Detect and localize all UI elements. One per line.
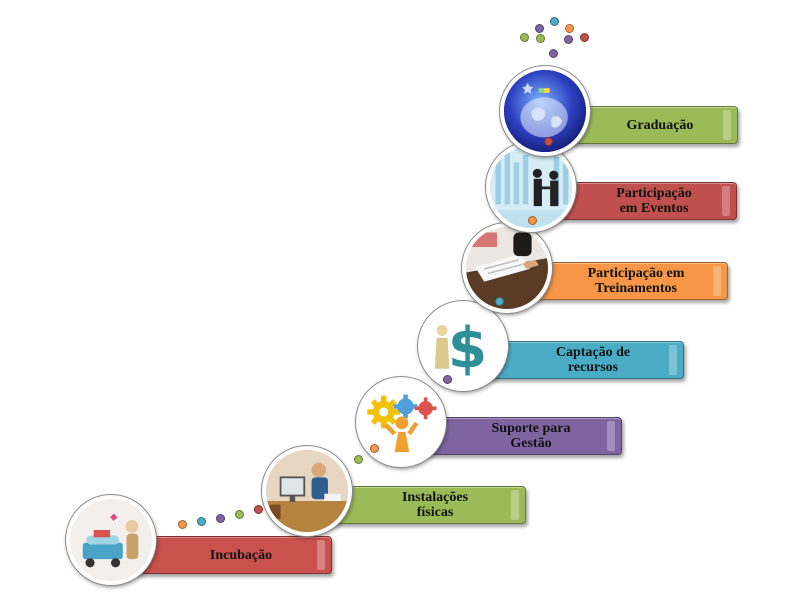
step-suporte-box: Suporte para Gestão	[414, 417, 622, 455]
training-desk-icon	[462, 223, 552, 313]
connector-dot	[564, 35, 573, 44]
connector-dot	[580, 33, 589, 42]
step-incubacao-box: Incubação	[124, 536, 332, 574]
step-label: Instalações físicas	[401, 490, 469, 520]
connector-dot	[235, 510, 244, 519]
step-label: Participação em Eventos	[616, 186, 692, 216]
connector-dot	[536, 34, 545, 43]
connector-dot	[495, 297, 504, 306]
step-treinamentos-box: Participação em Treinamentos	[518, 262, 728, 300]
gears-management-icon	[356, 377, 446, 467]
connector-dot	[565, 24, 574, 33]
incubation-icon	[66, 495, 156, 585]
connector-dot	[550, 17, 559, 26]
step-graduacao-box: Graduação	[556, 106, 738, 144]
step-label: Graduação	[626, 117, 694, 133]
svg-text:$: $	[448, 316, 487, 381]
step-instalacoes-box: Instalações físicas	[318, 486, 526, 524]
connector-dot	[354, 455, 363, 464]
office-workplace-icon	[262, 446, 352, 536]
connector-dot	[178, 520, 187, 529]
step-eventos-box: Participação em Eventos	[545, 182, 737, 220]
step-label: Suporte para Gestão	[491, 421, 571, 451]
connector-dot	[254, 505, 263, 514]
connector-dot	[535, 24, 544, 33]
connector-dot	[549, 49, 558, 58]
connector-dot	[544, 137, 553, 146]
connector-dot	[520, 33, 529, 42]
handshake-event-icon	[486, 142, 576, 232]
dollar-sign-icon: $	[418, 301, 508, 391]
connector-dot	[443, 375, 452, 384]
connector-dot	[216, 514, 225, 523]
step-label: Incubação	[209, 547, 273, 563]
connector-dot	[370, 444, 379, 453]
connector-dot	[528, 216, 537, 225]
connector-dot	[197, 517, 206, 526]
step-label: Participação em Treinamentos	[587, 266, 685, 296]
step-label: Captação de recursos	[555, 345, 631, 375]
step-captacao-box: Captação de recursos	[476, 341, 684, 379]
